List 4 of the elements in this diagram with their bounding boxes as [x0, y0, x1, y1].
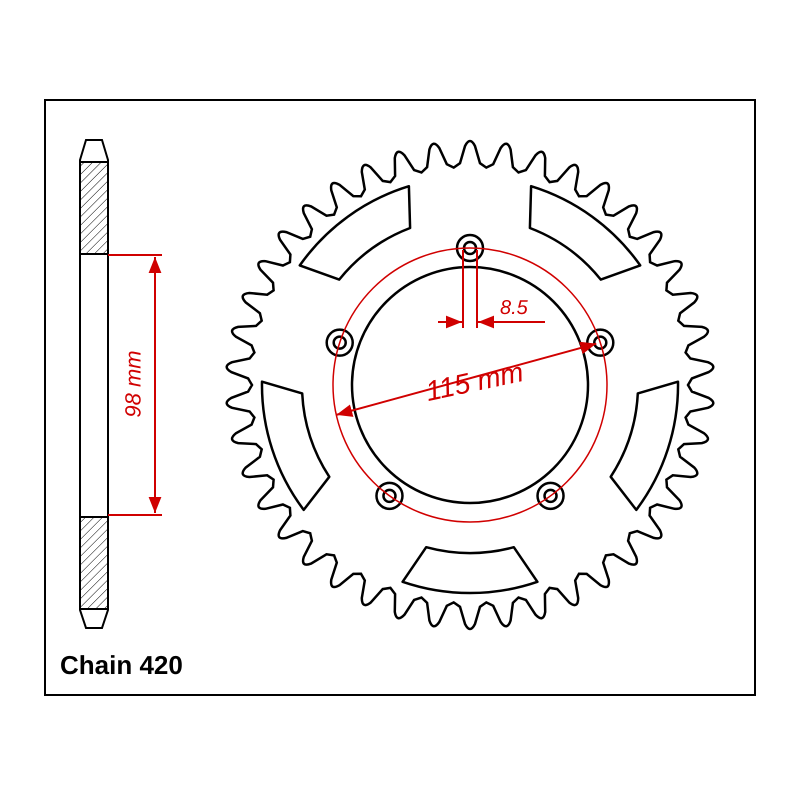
dimension-label: 98 mm	[122, 350, 145, 418]
dimension-label: 115 mm	[423, 358, 526, 406]
chain-size-label: Chain 420	[60, 652, 183, 678]
dimension-label: 8.5	[500, 298, 528, 318]
